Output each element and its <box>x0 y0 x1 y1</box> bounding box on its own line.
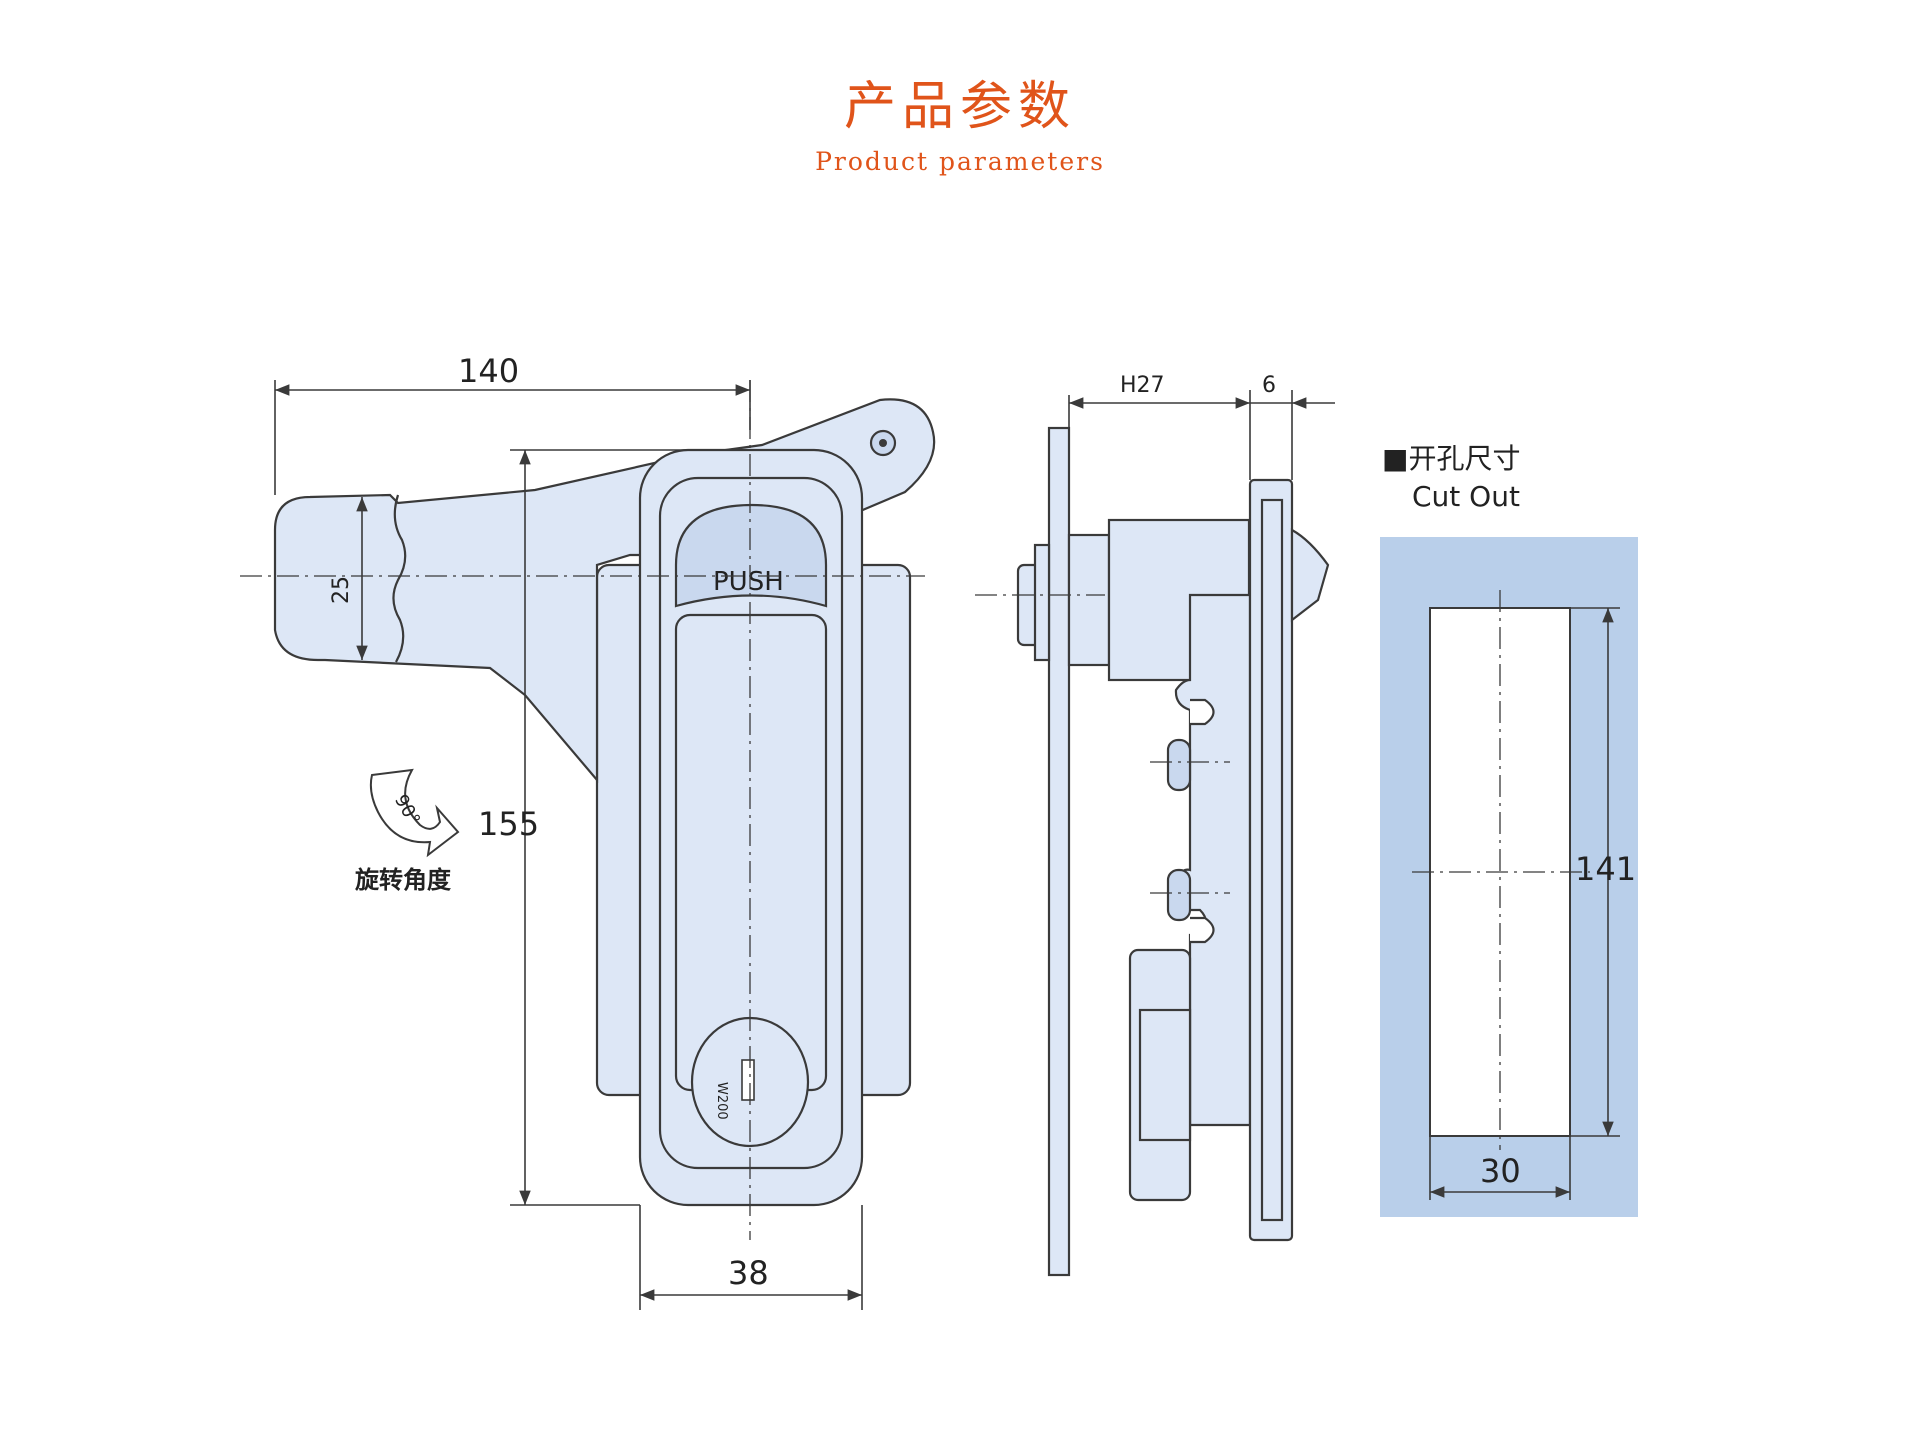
break-line <box>392 494 407 663</box>
dim-label-width: 140 <box>458 352 519 390</box>
push-label: PUSH <box>713 567 784 597</box>
dim-label-depth: H27 <box>1120 373 1165 398</box>
page-title: 产品参数 <box>843 77 1076 137</box>
screw <box>1166 738 1192 792</box>
washer <box>1033 543 1051 662</box>
rotation-caption: 旋转角度 <box>354 866 452 894</box>
dim-label-height: 155 <box>478 805 539 843</box>
cutout-title-cn: ■开孔尺寸 <box>1382 442 1520 475</box>
handle-edge <box>1290 528 1330 623</box>
dim-label-body-width: 38 <box>728 1254 769 1292</box>
dim-label-panel: 6 <box>1262 373 1276 398</box>
dim-label-handle: 25 <box>329 576 354 604</box>
mounting-panel <box>1047 426 1071 1277</box>
page-subtitle: Product parameters <box>815 147 1105 176</box>
key-slot <box>741 1059 755 1101</box>
push-pad <box>674 503 828 608</box>
lock-cylinder <box>1067 533 1111 667</box>
front-view: PUSH W200 140 25 155 38 90° 旋转角度 <box>240 352 936 1310</box>
rotation-arrow-icon <box>369 768 460 858</box>
clip-notch <box>1190 916 1215 944</box>
dim-label-cutout-height: 141 <box>1575 850 1636 888</box>
cutout-view: ■开孔尺寸 Cut Out 141 30 <box>1380 442 1638 1217</box>
front-bezel-inner <box>1260 498 1284 1222</box>
dim-label-cutout-width: 30 <box>1480 1152 1521 1190</box>
pivot-hole-center <box>879 439 887 447</box>
lower-block-inner <box>1138 1008 1192 1142</box>
cutout-title-en: Cut Out <box>1412 480 1520 513</box>
clip-notch <box>1190 698 1215 726</box>
screw <box>1166 868 1192 922</box>
side-view: H27 6 <box>975 373 1335 1277</box>
lock-code: W200 <box>714 1082 729 1120</box>
